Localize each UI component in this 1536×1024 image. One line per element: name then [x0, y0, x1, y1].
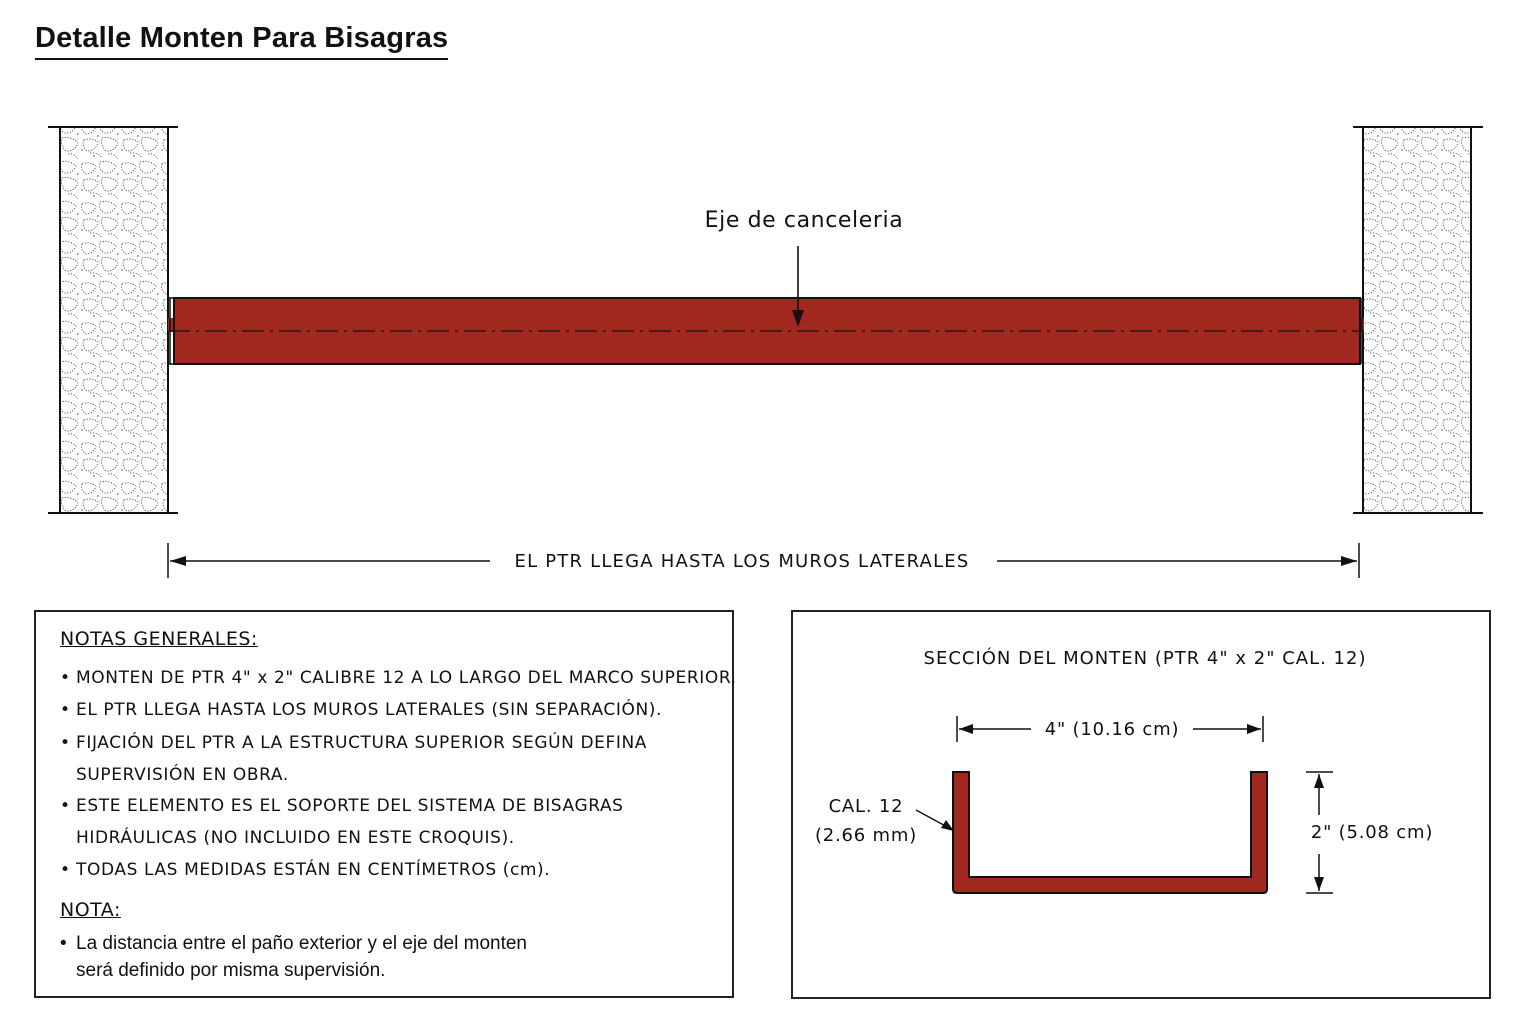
elevation-drawing: Eje de canceleria EL PTR LLEGA HASTA LOS…: [48, 126, 1483, 578]
width-dimension: [956, 716, 1264, 742]
axis-label: Eje de canceleria: [705, 208, 904, 233]
section-title: SECCIÓN DEL MONTEN (PTR 4" x 2" CAL. 12): [924, 647, 1367, 669]
bullet: •: [60, 933, 67, 954]
bullet: •: [60, 796, 71, 816]
nota-text-cont: será definido por misma supervisión.: [76, 960, 386, 981]
axis-arrowhead: [792, 310, 804, 327]
note-item: •MONTEN DE PTR 4" x 2" CALIBRE 12 A LO L…: [60, 662, 737, 694]
notes-heading: NOTAS GENERALES:: [60, 628, 258, 650]
note-item: •ESTE ELEMENTO ES EL SOPORTE DEL SISTEMA…: [60, 790, 624, 854]
note-text: ESTE ELEMENTO ES EL SOPORTE DEL SISTEMA …: [76, 796, 624, 816]
right-wall: [1353, 126, 1483, 514]
nota-text: La distancia entre el paño exterior y el…: [76, 933, 527, 954]
general-notes-box: NOTAS GENERALES: •MONTEN DE PTR 4" x 2" …: [34, 610, 737, 998]
page-title: Detalle Monten Para Bisagras: [35, 22, 449, 60]
bullet: •: [60, 733, 71, 753]
channel-section: [952, 771, 1268, 894]
note-text: MONTEN DE PTR 4" x 2" CALIBRE 12 A LO LA…: [76, 668, 737, 688]
bullet: •: [60, 860, 71, 880]
gauge-label: CAL. 12: [829, 796, 904, 817]
height-label: 2" (5.08 cm): [1311, 822, 1433, 843]
note-text: FIJACIÓN DEL PTR A LA ESTRUCTURA SUPERIO…: [76, 733, 648, 753]
note-text-cont: HIDRÁULICAS (NO INCLUIDO EN ESTE CROQUIS…: [76, 828, 515, 848]
left-wall: [48, 126, 178, 514]
bullet: •: [60, 668, 71, 688]
span-label: EL PTR LLEGA HASTA LOS MUROS LATERALES: [515, 551, 970, 572]
section-drawing: SECCIÓN DEL MONTEN (PTR 4" x 2" CAL. 12)…: [815, 647, 1433, 894]
span-dimension: [167, 543, 1360, 578]
bullet: •: [60, 700, 71, 720]
note-item: •TODAS LAS MEDIDAS ESTÁN EN CENTÍMETROS …: [60, 854, 550, 886]
section-box: SECCIÓN DEL MONTEN (PTR 4" x 2" CAL. 12)…: [791, 610, 1491, 999]
note-item: •EL PTR LLEGA HASTA LOS MUROS LATERALES …: [60, 694, 662, 726]
note-item: •FIJACIÓN DEL PTR A LA ESTRUCTURA SUPERI…: [60, 727, 647, 791]
note-text: EL PTR LLEGA HASTA LOS MUROS LATERALES (…: [76, 700, 663, 720]
note-text: TODAS LAS MEDIDAS ESTÁN EN CENTÍMETROS (…: [76, 860, 551, 880]
height-dimension: [1306, 771, 1333, 894]
width-label: 4" (10.16 cm): [1045, 719, 1180, 740]
nota-heading: NOTA:: [60, 899, 121, 921]
nota-item: • La distancia entre el paño exterior y e…: [60, 930, 527, 984]
gauge-leader-arrowhead: [941, 820, 954, 831]
gauge-thickness: (2.66 mm): [815, 825, 917, 846]
note-text-cont: SUPERVISIÓN EN OBRA.: [76, 765, 289, 785]
